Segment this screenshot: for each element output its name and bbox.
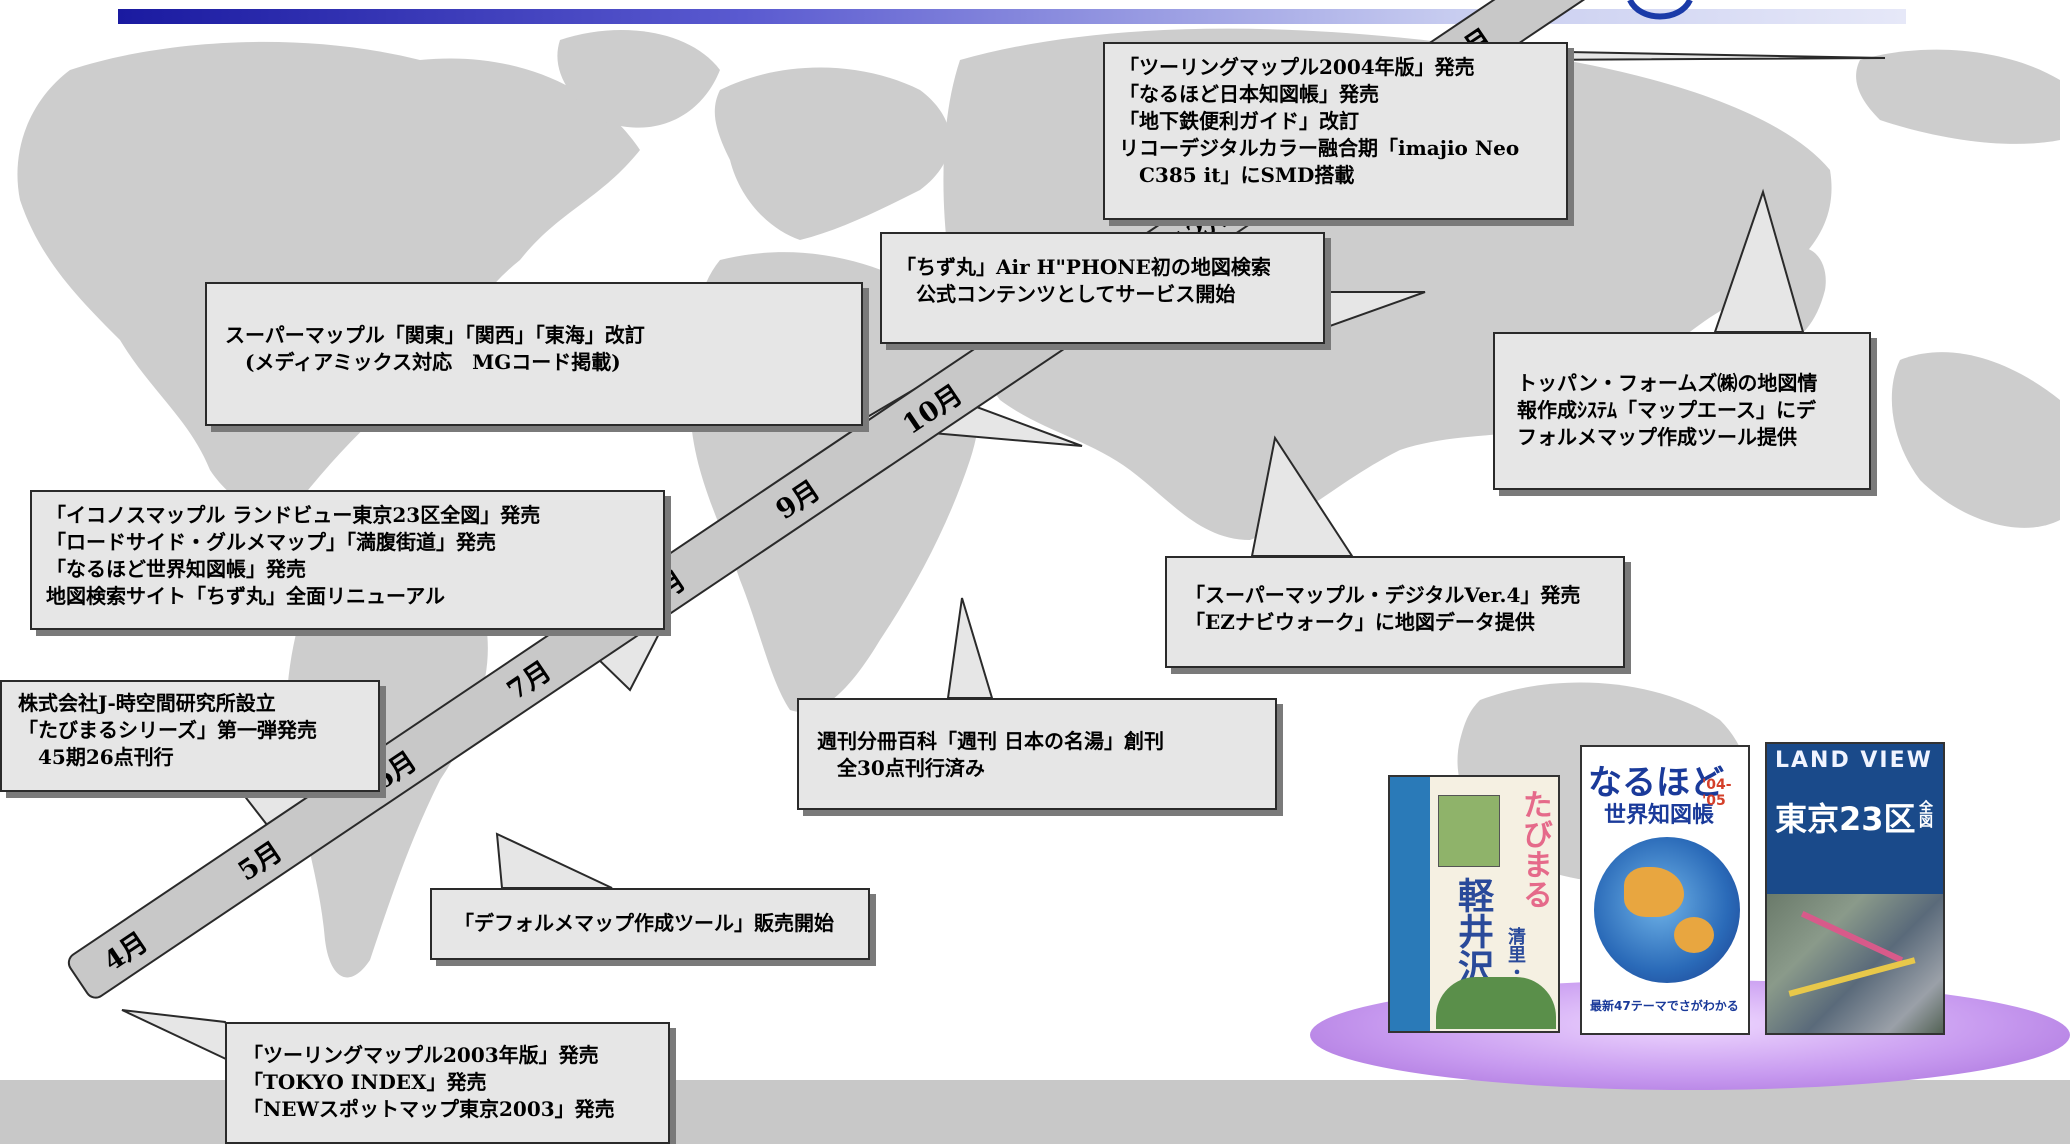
callout-deform: 「デフォルメマップ作成ツール」販売開始: [430, 888, 870, 960]
callout-iconos: 「イコノスマップル ランドビュー東京23区全図」発売「ロードサイド・グルメマップ…: [30, 490, 665, 630]
book-tabimaru-cover: たびまる 軽井沢 清里・蓼科: [1388, 775, 1560, 1033]
callout-supermap-kanto: スーパーマップル「関東」「関西」「東海」改訂 (メディアミックス対応 MGコード…: [205, 282, 863, 426]
callout-line: フォルメマップ作成ツール提供: [1517, 425, 1797, 449]
callout-line: 「スーパーマップル・デジタルVer.4」発売: [1185, 583, 1581, 607]
pointer-chizumaru-air: [1318, 291, 1426, 328]
landview-suffix: 全図: [1917, 800, 1933, 828]
callout-line: 「なるほど日本知図帳」発売: [1119, 82, 1379, 106]
callout-line: 「デフォルメマップ作成ツール」販売開始: [454, 911, 834, 935]
greenland-shape: [557, 30, 720, 128]
landview-title: 東京23区: [1775, 800, 1916, 838]
europe-shape: [714, 67, 950, 240]
callout-line: 「なるほど世界知図帳」発売: [46, 557, 306, 581]
naruhodo-subtitle: 世界知図帳: [1604, 803, 1715, 828]
callout-line: 地図検索サイト「ちず丸」全面リニューアル: [46, 584, 445, 608]
callout-line: 「NEWスポットマップ東京2003」発売: [243, 1097, 615, 1121]
naruhodo-edition: '04-'05: [1702, 777, 1732, 809]
tabimaru-series-label: たびまる: [1517, 789, 1552, 909]
callout-line: (メディアミックス対応 MGコード掲載): [225, 350, 621, 374]
callout-supermap-digital: 「スーパーマップル・デジタルVer.4」発売「EZナビウォーク」に地図データ提供: [1165, 556, 1625, 668]
aerial-photo: [1767, 894, 1943, 1033]
callout-touring2003: 「ツーリングマップル2003年版」発売「TOKYO INDEX」発売「NEWスポ…: [225, 1022, 670, 1144]
globe-illustration: [1594, 837, 1740, 983]
book-landview-cover: LAND VIEW 東京23区 全図: [1765, 742, 1945, 1035]
callout-line: 「ツーリングマップル2003年版」発売: [243, 1043, 599, 1067]
callout-line: スーパーマップル「関東」「関西」「東海」改訂: [225, 323, 645, 347]
callout-line: トッパン・フォームズ㈱の地図情: [1517, 371, 1818, 395]
callout-line: 株式会社J-時空間研究所設立: [18, 691, 276, 715]
book-naruhodo-cover: なるほど 世界知図帳 '04-'05 最新47テーマでさがわかる: [1580, 745, 1750, 1035]
logo-arc-icon: [1627, 0, 1693, 20]
callout-line: 「ちず丸」Air H"PHONE初の地図検索: [896, 255, 1271, 279]
callout-toppan: トッパン・フォームズ㈱の地図情報作成ｼｽﾃﾑ「マップエース」にデフォルメマップ作…: [1493, 332, 1871, 490]
antarctic-hint-shape: [1856, 49, 2060, 144]
callout-line: 「たびまるシリーズ」第一弾発売: [18, 718, 317, 742]
callout-line: C385 it」にSMD搭載: [1119, 163, 1355, 187]
callout-line: 週刊分冊百科「週刊 日本の名湯」創刊: [817, 729, 1164, 753]
naruhodo-title: なるほど: [1588, 763, 1724, 803]
callout-line: 「ロードサイド・グルメマップ」「満腹街道」発売: [46, 530, 496, 554]
tabimaru-title: 軽井沢: [1452, 877, 1493, 985]
callout-line: 45期26点刊行: [18, 745, 174, 769]
callout-line: 「EZナビウォーク」に地図データ提供: [1185, 610, 1535, 634]
north-america-shape: [17, 41, 640, 509]
callout-jspace: 株式会社J-時空間研究所設立「たびまるシリーズ」第一弾発売 45期26点刊行: [0, 680, 380, 792]
naruhodo-footer: 最新47テーマでさがわかる: [1590, 999, 1739, 1013]
title-underline-bar: [118, 9, 1906, 24]
callout-line: 「地下鉄便利ガイド」改訂: [1119, 109, 1359, 133]
callout-line: 「イコノスマップル ランドビュー東京23区全図」発売: [46, 503, 541, 527]
callout-line: リコーデジタルカラー融合期「imajio Neo: [1119, 136, 1520, 160]
callout-line: 報作成ｼｽﾃﾑ「マップエース」にデ: [1517, 398, 1816, 422]
pacific-islands-shape: [1891, 352, 2060, 528]
landview-brand: LAND VIEW: [1775, 748, 1933, 773]
callout-line: 「TOKYO INDEX」発売: [243, 1070, 487, 1094]
callout-line: 全30点刊行済み: [817, 756, 985, 780]
callout-weekly: 週刊分冊百科「週刊 日本の名湯」創刊 全30点刊行済み: [797, 698, 1277, 810]
callout-line: 公式コンテンツとしてサービス開始: [896, 282, 1236, 306]
callout-line: 「ツーリングマップル2004年版」発売: [1119, 55, 1475, 79]
callout-touring2004: 「ツーリングマップル2004年版」発売「なるほど日本知図帳」発売「地下鉄便利ガイ…: [1103, 42, 1568, 220]
callout-chizumaru-air: 「ちず丸」Air H"PHONE初の地図検索 公式コンテンツとしてサービス開始: [880, 232, 1325, 344]
